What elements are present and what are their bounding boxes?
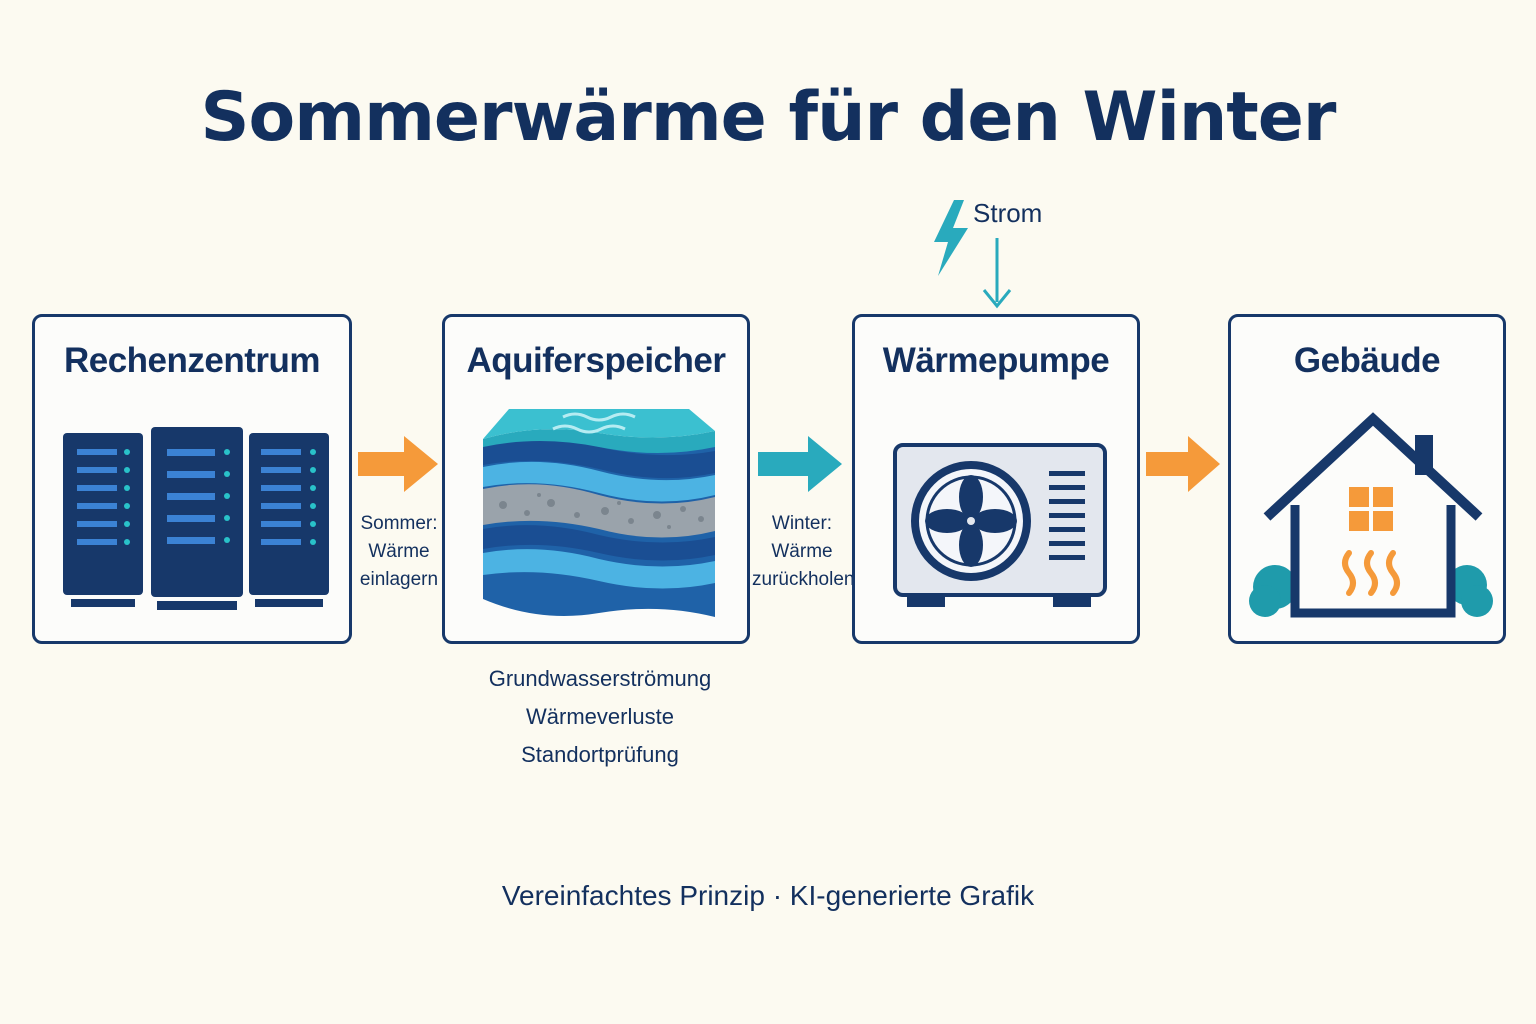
summer-arrow: [358, 436, 438, 492]
page-title: Sommerwärme für den Winter: [200, 78, 1337, 157]
step-label: Wärmepumpe: [882, 341, 1110, 380]
note-item: Wärmeverluste: [526, 704, 674, 729]
caption-line: Wärme: [771, 541, 833, 562]
lightning-icon: [934, 200, 968, 276]
caption-line: einlagern: [359, 569, 439, 590]
caption-line: Sommer:: [360, 513, 438, 534]
aquifer-layers-icon: [483, 409, 715, 617]
note-item: Standortprüfung: [521, 742, 679, 767]
step-gebaeude: Gebäude: [1228, 314, 1506, 644]
summer-caption: Sommer: Wärme einlagern: [349, 510, 449, 594]
caption-line: Wärme: [368, 541, 430, 562]
house-icon: [1249, 412, 1493, 618]
note-item: Grundwasserströmung: [488, 666, 712, 691]
winter-arrow: [758, 436, 842, 492]
step-rechenzentrum: Rechenzentrum: [32, 314, 352, 644]
step-aquiferspeicher: Aquiferspeicher: [442, 314, 750, 644]
step-waermepumpe: Wärmepumpe: [852, 314, 1140, 644]
aquifer-notes: Grundwasserströmung Wärmeverluste Stando…: [440, 660, 760, 774]
power-input-label: Strom: [973, 198, 1043, 228]
caption-line: zurückholen: [752, 569, 855, 590]
step-label: Aquiferspeicher: [466, 341, 726, 380]
step-label: Rechenzentrum: [63, 341, 321, 380]
power-down-arrow: [982, 238, 1012, 309]
caption-line: Winter:: [771, 513, 833, 534]
heat-pump-icon: [893, 443, 1107, 607]
winter-caption: Winter: Wärme zurückholen: [752, 510, 855, 594]
server-rack-icon: [63, 427, 329, 610]
footer-caption: Vereinfachtes Prinzip · KI-generierte Gr…: [501, 880, 1035, 911]
step-label: Gebäude: [1293, 341, 1441, 380]
building-arrow: [1146, 436, 1220, 492]
